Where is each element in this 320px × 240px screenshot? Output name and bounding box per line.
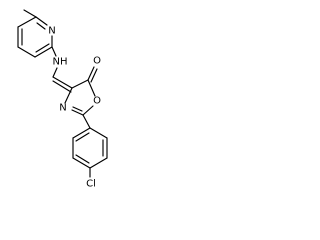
carbonyl-bond: [87, 66, 95, 81]
pyridine-double-bond-n-c6: [36, 22, 46, 30]
bond-oxazole-phenyl: [82, 114, 91, 129]
phenyl-bond-1: [89, 127, 108, 139]
pyridine-nitrogen-label: N: [48, 26, 55, 37]
phenyl-bond-4: [72, 157, 91, 169]
pyridine-bond-n-c6: [35, 16, 48, 26]
pyridine-bond-c6-c5: [17, 16, 37, 28]
oxazolone-ring: [64, 66, 98, 116]
carbonyl-double-bond: [90, 68, 98, 83]
chlorophenyl-fragment: [72, 114, 108, 178]
methylpyridine-fragment: [17, 9, 53, 58]
ring-bond-c4-c5: [71, 79, 89, 89]
chemical-structure: N NH O O N Cl: [17, 9, 108, 190]
double-bond-ch-c4: [52, 76, 73, 89]
phenyl-bond-3: [89, 157, 108, 169]
ring-double-bond-c2-n3: [72, 106, 83, 112]
pyridine-double-bond-c3-c2: [35, 43, 50, 53]
pyridine-bond-c3-c2: [34, 46, 53, 58]
carbonyl-oxygen-label: O: [93, 56, 101, 67]
methyl-bond: [23, 9, 37, 18]
chlorine-label: Cl: [86, 179, 96, 190]
phenyl-double-bond-6: [75, 132, 90, 142]
aminomethylidene-linker: [51, 46, 73, 93]
ring-bond-c2-n3: [71, 109, 84, 116]
bond-nh-ch: [52, 67, 58, 78]
ring-bond-c5-o1: [87, 79, 96, 97]
amine-nh-label: NH: [53, 57, 68, 68]
ring-oxygen-label: O: [93, 96, 101, 107]
phenyl-bond-6: [72, 127, 91, 139]
phenyl-double-bond-4: [75, 154, 90, 164]
ring-nitrogen-label: N: [59, 103, 66, 114]
double-bond-ch-c4-inner: [52, 80, 72, 93]
ring-bond-o1-c2: [82, 105, 94, 116]
pyridine-bond-c4-c3: [17, 46, 36, 58]
ring-bond-n3-c4: [64, 87, 73, 104]
bond-c2-nh: [51, 46, 57, 57]
